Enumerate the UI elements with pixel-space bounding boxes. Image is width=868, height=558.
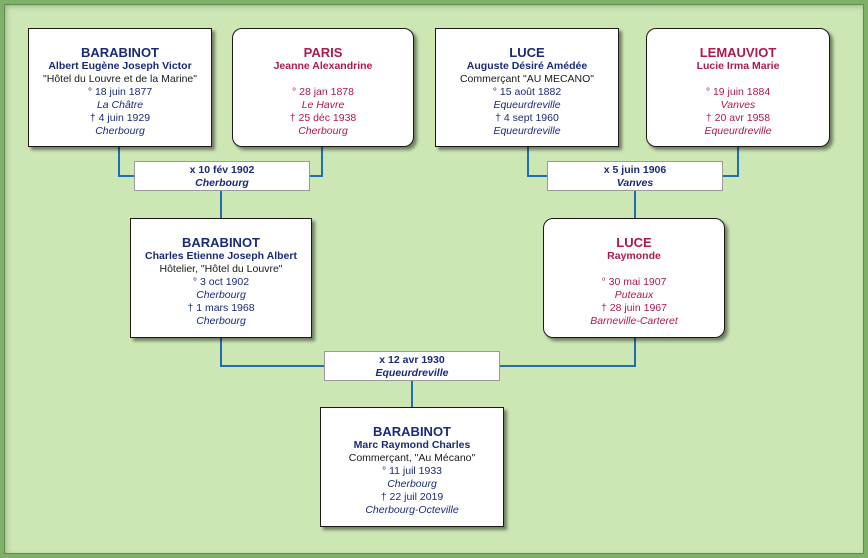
death-place: Cherbourg (196, 315, 246, 327)
birth-date: ° 3 oct 1902 (192, 276, 250, 288)
marriage-place: Vanves (616, 177, 654, 189)
surname: BARABINOT (182, 235, 260, 250)
person-card-paris-jeanne: PARIS Jeanne Alexandrine ° 28 jan 1878 L… (232, 28, 414, 147)
occupation: Commerçant, "Au Mécano" (348, 452, 476, 464)
birth-place: Le Havre (301, 99, 345, 111)
birth-place: Cherbourg (387, 478, 437, 490)
birth-date: ° 19 juin 1884 (705, 86, 771, 98)
given-names: Jeanne Alexandrine (273, 60, 373, 72)
person-card-luce-auguste: LUCE Auguste Désiré Amédée Commerçant "A… (435, 28, 619, 147)
death-place: Equeurdreville (493, 125, 561, 137)
marriage-place: Cherbourg (195, 177, 249, 189)
surname: BARABINOT (373, 424, 451, 439)
death-date: † 4 sept 1960 (495, 112, 559, 124)
death-date: † 20 avr 1958 (705, 112, 771, 124)
given-names: Raymonde (607, 250, 661, 262)
death-place: Cherbourg (95, 125, 145, 137)
connector-p5-m3 (220, 338, 326, 367)
occupation: "Hôtel du Louvre et de la Marine" (43, 73, 197, 85)
occupation: Hôtelier, "Hôtel du Louvre" (159, 263, 283, 275)
death-date: † 28 juin 1967 (601, 302, 667, 314)
blank-spacer (544, 263, 724, 276)
death-date: † 25 déc 1938 (289, 112, 357, 124)
birth-place: Puteaux (614, 289, 654, 301)
death-date: † 4 juin 1929 (89, 112, 151, 124)
given-names: Albert Eugène Joseph Victor (48, 60, 192, 72)
marriage-date: x 10 fév 1902 (189, 164, 255, 176)
marriage-date: x 5 juin 1906 (603, 164, 667, 176)
person-card-barabinot-charles: BARABINOT Charles Etienne Joseph Albert … (130, 218, 312, 338)
surname: LEMAUVIOT (699, 45, 777, 60)
birth-date: ° 11 juil 1933 (381, 465, 443, 477)
birth-date: ° 18 juin 1877 (87, 86, 153, 98)
death-date: † 22 juil 2019 (380, 491, 444, 503)
person-card-luce-raymonde: LUCE Raymonde ° 30 mai 1907 Puteaux † 28… (543, 218, 725, 338)
birth-place: Equeurdreville (493, 99, 561, 111)
marriage-box-1902: x 10 fév 1902 Cherbourg (134, 161, 310, 191)
given-names: Auguste Désiré Amédée (466, 60, 588, 72)
given-names: Charles Etienne Joseph Albert (145, 250, 297, 262)
given-names: Lucie Irma Marie (696, 60, 780, 72)
occupation: Commerçant "AU MECANO" (459, 73, 595, 85)
death-place: Cherbourg (298, 125, 348, 137)
blank-spacer (647, 73, 829, 86)
birth-date: ° 28 jan 1878 (291, 86, 354, 98)
person-card-lemauviot-lucie: LEMAUVIOT Lucie Irma Marie ° 19 juin 188… (646, 28, 830, 147)
birth-place: Cherbourg (196, 289, 246, 301)
marriage-date: x 12 avr 1930 (379, 354, 445, 366)
marriage-place: Equeurdreville (375, 367, 449, 379)
person-card-barabinot-albert: BARABINOT Albert Eugène Joseph Victor "H… (28, 28, 212, 147)
birth-date: ° 30 mai 1907 (601, 276, 667, 288)
connector-p3-m2 (527, 147, 548, 177)
connector-p1-m1 (118, 147, 135, 177)
person-card-barabinot-marc: BARABINOT Marc Raymond Charles Commerçan… (320, 407, 504, 527)
death-place: Equeurdreville (704, 125, 772, 137)
surname: LUCE (616, 235, 652, 250)
birth-date: ° 15 août 1882 (492, 86, 562, 98)
marriage-box-1906: x 5 juin 1906 Vanves (547, 161, 723, 191)
surname: BARABINOT (81, 45, 159, 60)
birth-place: La Châtre (96, 99, 144, 111)
connector-p2-m1 (308, 147, 323, 177)
blank-spacer (233, 73, 413, 86)
birth-place: Vanves (720, 99, 756, 111)
connector-p4-m2 (720, 147, 739, 177)
death-date: † 1 mars 1968 (187, 302, 255, 314)
death-place: Cherbourg-Octeville (365, 504, 459, 516)
death-place: Barneville-Carteret (590, 315, 678, 327)
marriage-box-1930: x 12 avr 1930 Equeurdreville (324, 351, 500, 381)
connector-p6-m3 (498, 338, 636, 367)
surname: PARIS (303, 45, 343, 60)
given-names: Marc Raymond Charles (353, 439, 471, 451)
surname: LUCE (509, 45, 545, 60)
